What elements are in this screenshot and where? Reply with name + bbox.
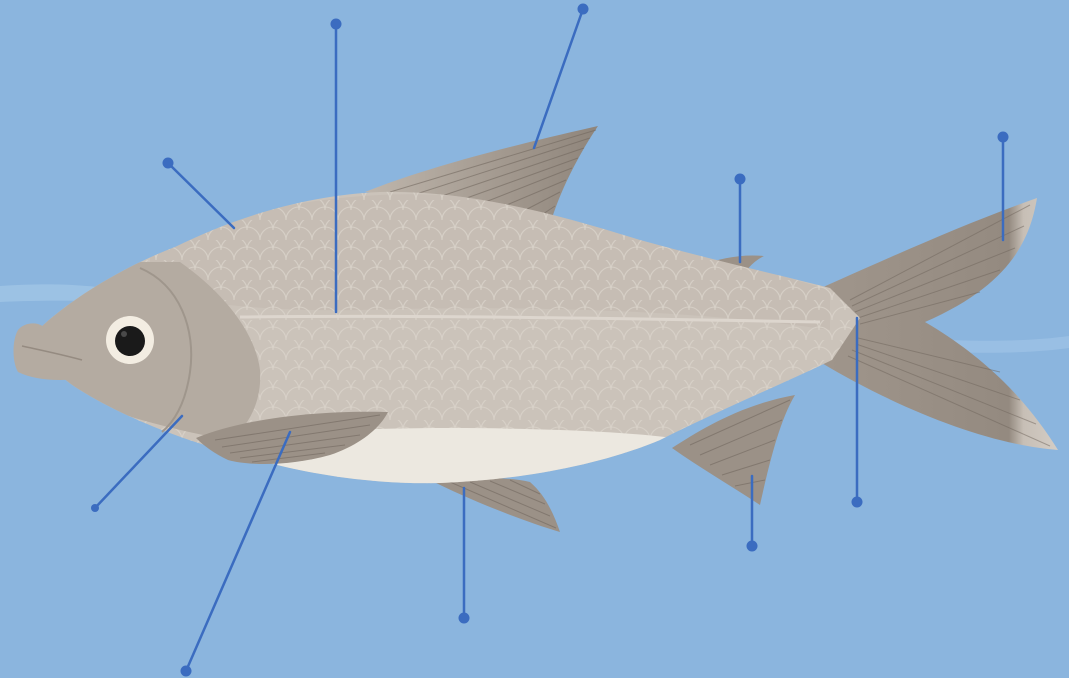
callout-dot-gill-cover xyxy=(91,504,99,512)
callout-dot-caudal-peduncle xyxy=(852,497,863,508)
callout-dot-pelvic-fin xyxy=(459,613,470,624)
callout-dot-scales xyxy=(163,158,174,169)
eye xyxy=(106,316,154,364)
callout-dot-dorsal-fin xyxy=(578,4,589,15)
callout-dot-adipose-fin xyxy=(735,174,746,185)
callout-dot-lateral-line xyxy=(331,19,342,30)
callout-dot-anal-fin xyxy=(747,541,758,552)
callout-dot-caudal-fin xyxy=(998,132,1009,143)
callout-dot-pectoral-fin xyxy=(181,666,192,677)
